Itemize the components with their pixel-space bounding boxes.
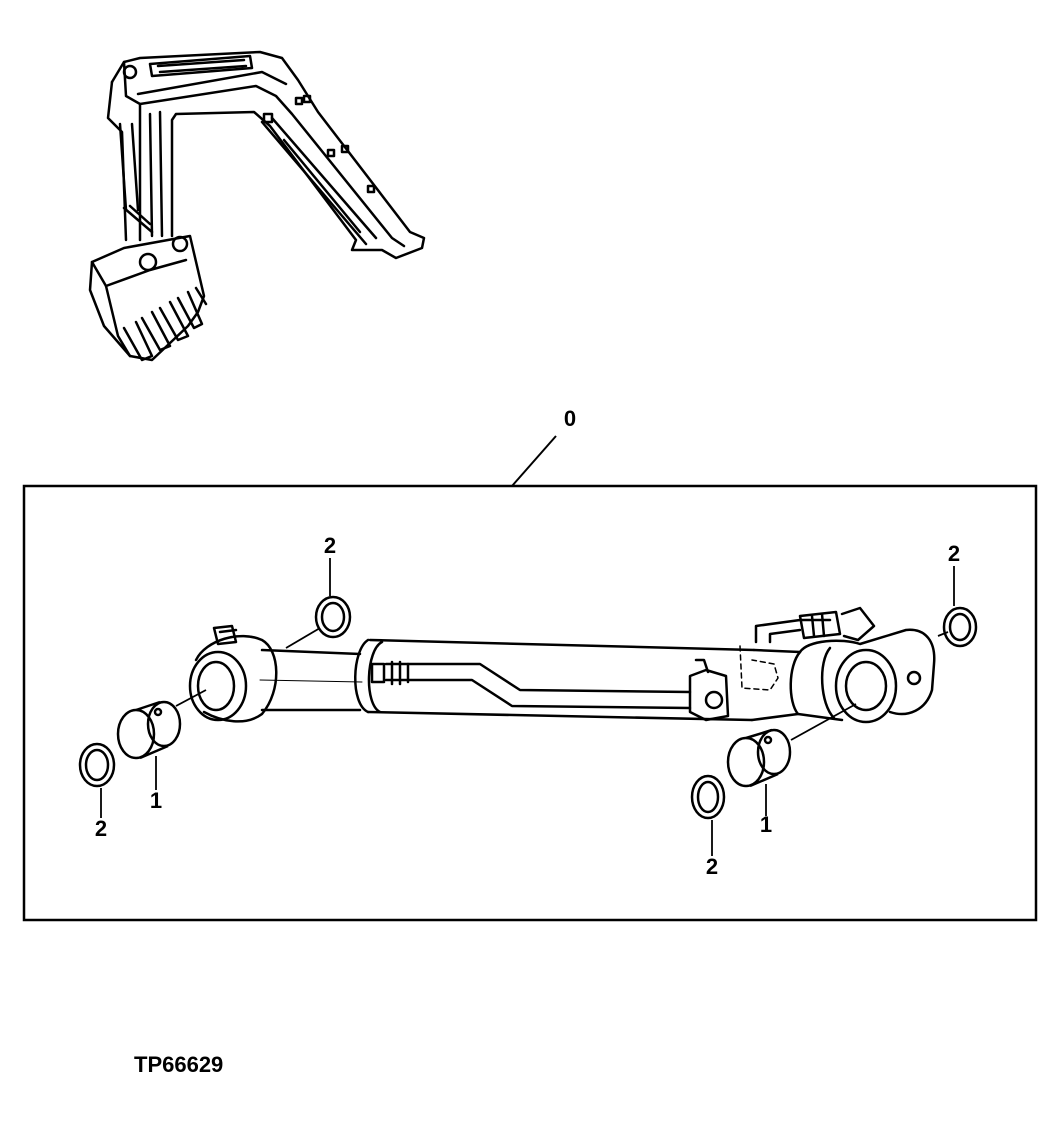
bushing-right <box>726 728 792 788</box>
figure-id: TP66629 <box>134 1052 224 1077</box>
seal-ring-bottom-right <box>690 774 726 820</box>
callout-seal-bottom-left: 2 <box>95 816 107 841</box>
leader-line-assembly <box>511 435 557 487</box>
callout-seal-top-right: 2 <box>948 541 960 566</box>
callout-bushing-left: 1 <box>150 788 162 813</box>
assembly-frame <box>22 484 1038 922</box>
hydraulic-cylinder <box>188 606 936 724</box>
bushing-left <box>116 700 182 760</box>
leader-lines <box>100 558 955 856</box>
callout-bushing-right: 1 <box>760 812 772 837</box>
seal-ring-top-left <box>314 595 352 639</box>
callout-assembly: 0 <box>564 406 576 431</box>
seal-ring-top-right <box>942 606 978 648</box>
callout-seal-bottom-right: 2 <box>706 854 718 879</box>
seal-ring-bottom-left <box>78 742 116 788</box>
excavator-arm-overview <box>88 50 426 362</box>
callout-seal-top-left: 2 <box>324 533 336 558</box>
seal-rings <box>78 595 978 820</box>
